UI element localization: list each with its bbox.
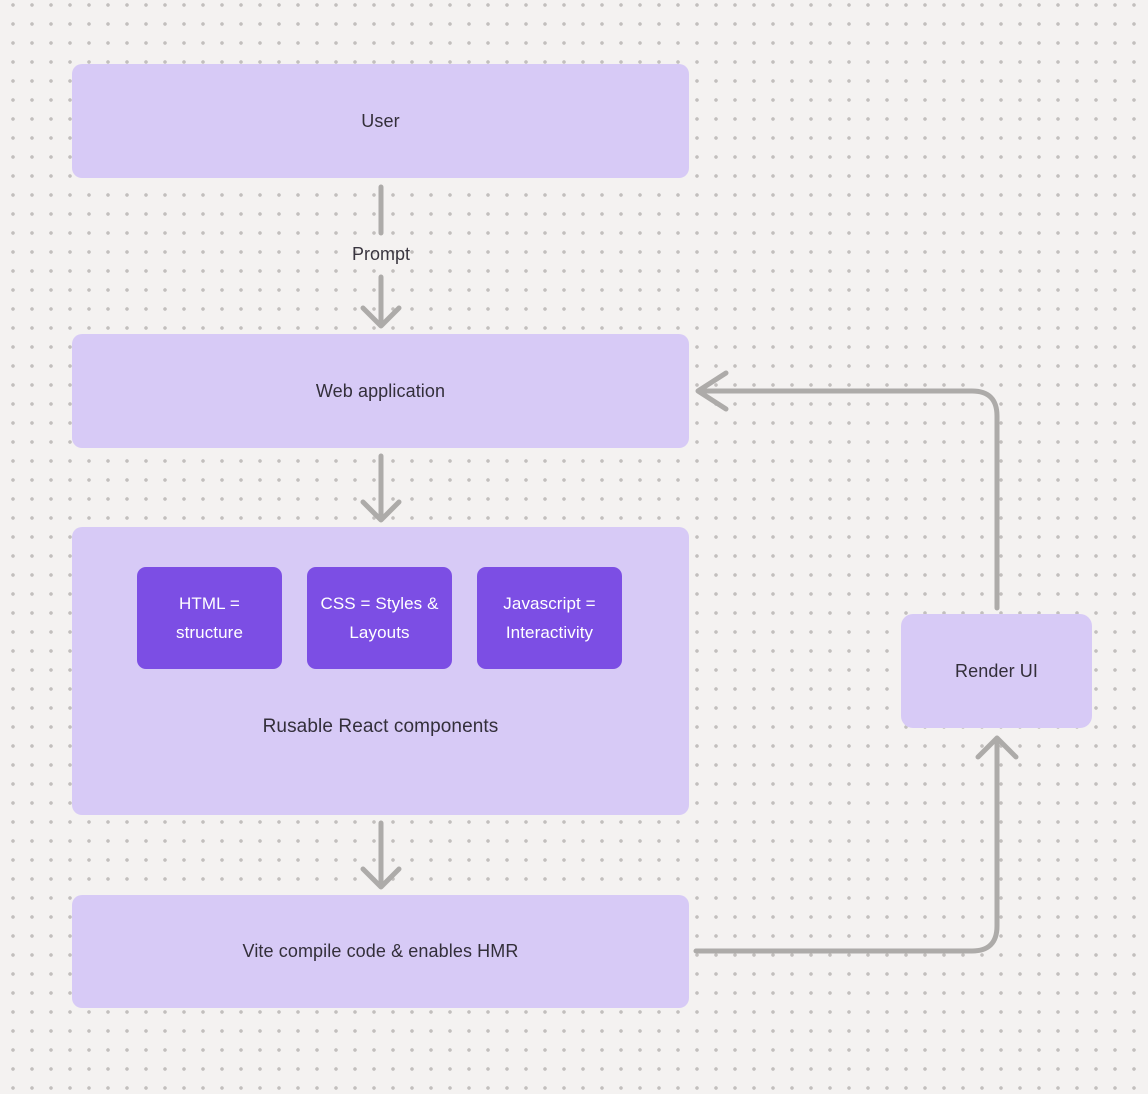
connector-shaft [693, 738, 1000, 954]
connector-webapp-to-components[interactable] [360, 453, 402, 523]
child-node-css-label: CSS = Styles & Layouts [320, 594, 439, 642]
node-web-application[interactable]: Web application [72, 334, 689, 448]
node-user[interactable]: User [72, 64, 689, 178]
child-node-html[interactable]: HTML = structure [137, 567, 282, 669]
child-node-css[interactable]: CSS = Styles & Layouts [307, 567, 452, 669]
arrowhead-down-icon [360, 499, 402, 523]
arrowhead-left-icon [695, 370, 729, 412]
node-render-ui[interactable]: Render UI [901, 614, 1092, 728]
components-group-children: HTML = structure CSS = Styles & Layouts … [137, 567, 622, 669]
node-user-label: User [361, 110, 400, 131]
connector-shaft [698, 388, 1000, 611]
edge-label-prompt: Prompt [351, 244, 411, 264]
node-vite[interactable]: Vite compile code & enables HMR [72, 895, 689, 1008]
connector-components-to-vite[interactable] [360, 820, 402, 890]
node-render-ui-label: Render UI [955, 660, 1038, 681]
child-node-javascript-label: Javascript = Interactivity [503, 594, 596, 642]
arrowhead-down-icon [360, 866, 402, 890]
node-vite-label: Vite compile code & enables HMR [242, 941, 519, 961]
child-node-html-label: HTML = structure [175, 594, 244, 642]
connector-user-to-webapp[interactable] [360, 184, 402, 329]
group-caption: Rusable React components [262, 716, 499, 737]
node-web-application-label: Web application [315, 380, 446, 401]
connector-vite-to-renderui[interactable] [693, 735, 1019, 954]
connector-renderui-to-webapp[interactable] [695, 370, 1000, 611]
arrowhead-up-icon [975, 735, 1019, 760]
child-node-javascript[interactable]: Javascript = Interactivity [477, 567, 622, 669]
arrowhead-down-icon [360, 305, 402, 329]
node-components-group[interactable]: HTML = structure CSS = Styles & Layouts … [72, 527, 689, 815]
